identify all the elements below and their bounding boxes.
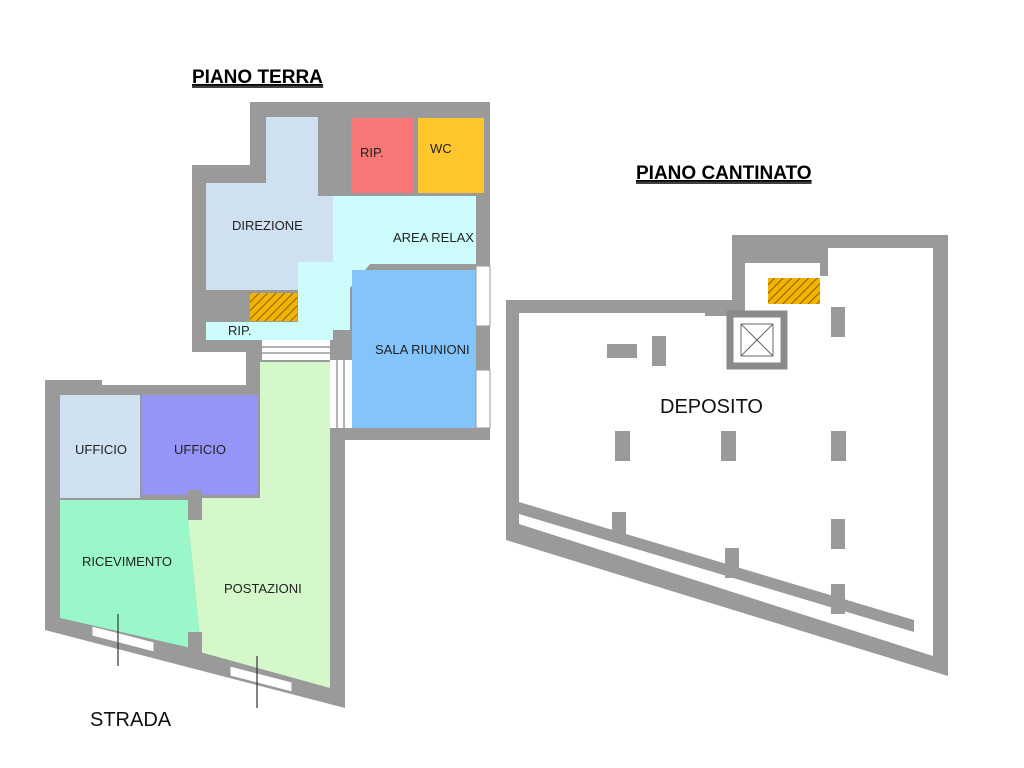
basement-diagonal-wall	[519, 502, 914, 632]
door-opening-top	[262, 340, 330, 360]
label-postazioni: POSTAZIONI	[224, 581, 302, 596]
label-sala-riunioni: SALA RIUNIONI	[375, 342, 470, 357]
basement-pillar	[831, 584, 845, 614]
room-direzione	[206, 117, 333, 290]
basement-pillar	[831, 431, 846, 461]
window-street-1	[91, 625, 155, 653]
basement-notch-wall	[820, 248, 828, 276]
label-wc: WC	[430, 141, 452, 156]
label-rip-bottom: RIP.	[228, 323, 252, 338]
label-strada: STRADA	[90, 709, 172, 731]
room-wc	[418, 118, 484, 193]
ground-floor-plan: PIANO TERRA DIREZIONE RIP. WC AREA RELAX…	[45, 67, 491, 731]
pillar-1	[188, 490, 202, 520]
basement-pillar	[612, 512, 626, 542]
label-direzione: DIREZIONE	[232, 218, 303, 233]
basement-pillar	[831, 519, 845, 549]
heading-piano-cantinato: PIANO CANTINATO	[636, 163, 812, 184]
basement-walls	[506, 235, 948, 676]
room-ricevimento	[60, 500, 200, 650]
label-rip-top: RIP.	[360, 145, 384, 160]
label-ricevimento: RICEVIMENTO	[82, 554, 172, 569]
stairs-hatch-basement	[768, 278, 820, 304]
label-deposito: DEPOSITO	[660, 396, 763, 418]
basement-pillar	[831, 307, 845, 337]
label-area-relax: AREA RELAX	[393, 230, 474, 245]
room-postazioni	[188, 362, 330, 688]
door-opening-side	[330, 360, 352, 428]
window-street-2	[229, 665, 293, 693]
room-area-relax	[206, 196, 476, 340]
label-ufficio-left: UFFICIO	[75, 442, 127, 457]
lift-shaft	[726, 310, 788, 370]
basement-pillar	[725, 548, 739, 578]
room-ufficio-right	[142, 395, 258, 495]
heading-piano-terra: PIANO TERRA	[192, 67, 323, 88]
room-ufficio-left	[60, 395, 140, 498]
basement-pillar	[721, 431, 736, 461]
room-rip-top	[351, 118, 413, 193]
basement-pillar	[652, 336, 666, 366]
room-sala-riunioni	[352, 270, 476, 428]
window-sala-2	[475, 369, 491, 429]
basement-plan: PIANO CANTINATO DEPOSITO	[506, 163, 948, 676]
pillar-2	[188, 632, 202, 656]
label-ufficio-right: UFFICIO	[174, 442, 226, 457]
basement-pillar	[615, 431, 630, 461]
basement-pillar	[607, 344, 637, 358]
stairs-hatch-ground	[250, 293, 297, 321]
window-sala-1	[475, 265, 491, 327]
